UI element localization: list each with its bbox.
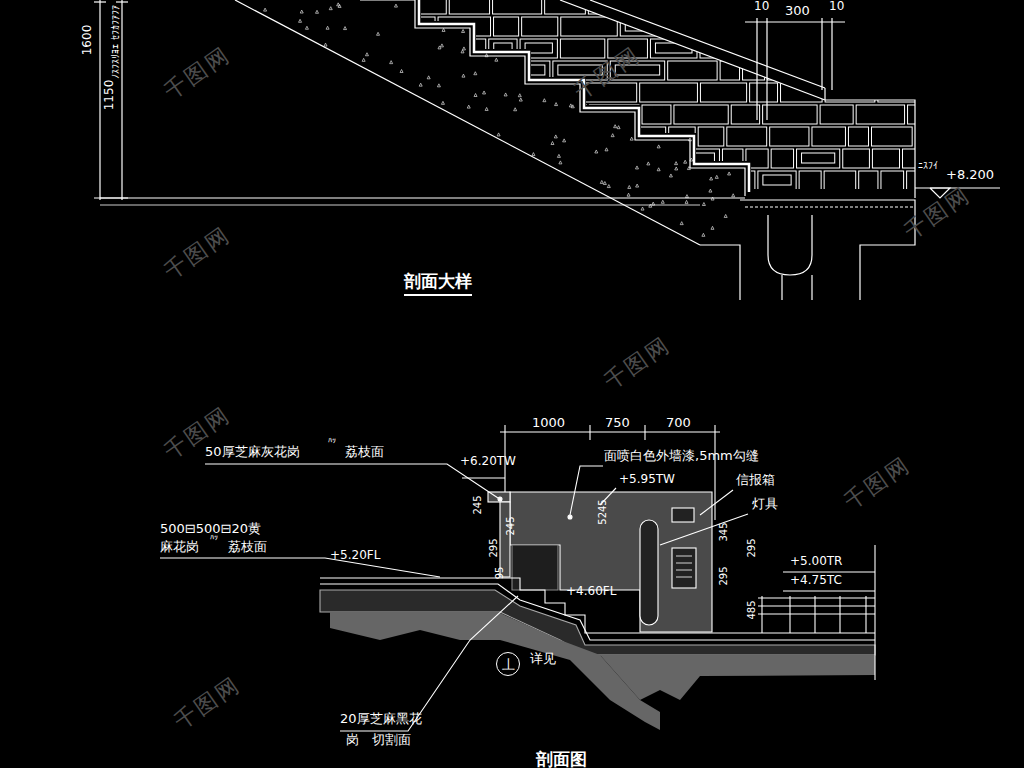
dimension: 750 [605,416,630,431]
watermark: 千图网 [900,181,976,245]
level-mark: +4.60FL [566,585,616,599]
level-mark: +5.00TR [790,555,842,569]
wall-section [160,425,875,731]
concrete-fill [264,3,842,650]
material-note: 面喷白色外墙漆,5mm勾缝 [604,449,759,464]
material-note: 岗 [346,733,359,748]
dimension: 10 [829,0,844,14]
part-name: 信报箱 [736,473,775,488]
material-note: 切割面 [372,733,411,748]
part-name: 灯具 [752,497,778,512]
level-mark: +8.200 [946,168,994,183]
level-mark: +5.95TW [619,473,675,487]
dimension: 95 [494,567,506,580]
material-note: 麻花岗 [160,540,199,555]
material-note: 20厚芝麻黑花 [340,712,422,727]
dimension: 345 [718,522,730,541]
note: ﾊｯ [328,436,336,445]
material-note: 荔枝面 [228,540,267,555]
level-mark: +4.75TC [790,574,842,588]
dimension: 245 [472,495,484,514]
reference-symbol: 丄 [502,658,515,671]
level-mark: +6.20TW [460,455,516,469]
watermark: 千图网 [160,221,236,285]
dimension: 295 [488,538,500,557]
section-title: 剖面图 [536,750,587,768]
note: ﾆｽﾌｲ [918,160,938,172]
note: ﾉｽﾌｽﾘﾖｴ ｾﾌｶﾌｱﾌｱ [110,5,122,78]
dimension: 700 [666,416,691,431]
dimension: 485 [746,600,758,619]
detail-reference-circle: 丄 [496,652,520,676]
watermark: 千图网 [170,671,246,735]
note: ﾊｯ [210,533,218,542]
dimension: 1150 [103,80,117,111]
dimension: 1000 [532,416,565,431]
stair-structure [94,0,1000,300]
watermark: 千图网 [840,451,916,515]
stone-wall [330,0,962,212]
dimension: 1600 [81,25,95,56]
dimension: 245 [505,516,517,535]
watermark: 千图网 [600,331,676,395]
material-note: 50厚芝麻灰花岗 [205,445,300,460]
dimension: 5245 [597,499,609,524]
dimension: 10 [754,0,769,14]
dimension: 295 [746,538,758,557]
section-title: 剖面大样 [404,272,472,296]
reference-note: 详见 [530,652,556,667]
dimension: 295 [718,566,730,585]
dimension: 300 [785,4,810,19]
material-note: 荔枝面 [345,445,384,460]
level-mark: +5.20FL [330,549,380,563]
watermark: 千图网 [160,41,236,105]
